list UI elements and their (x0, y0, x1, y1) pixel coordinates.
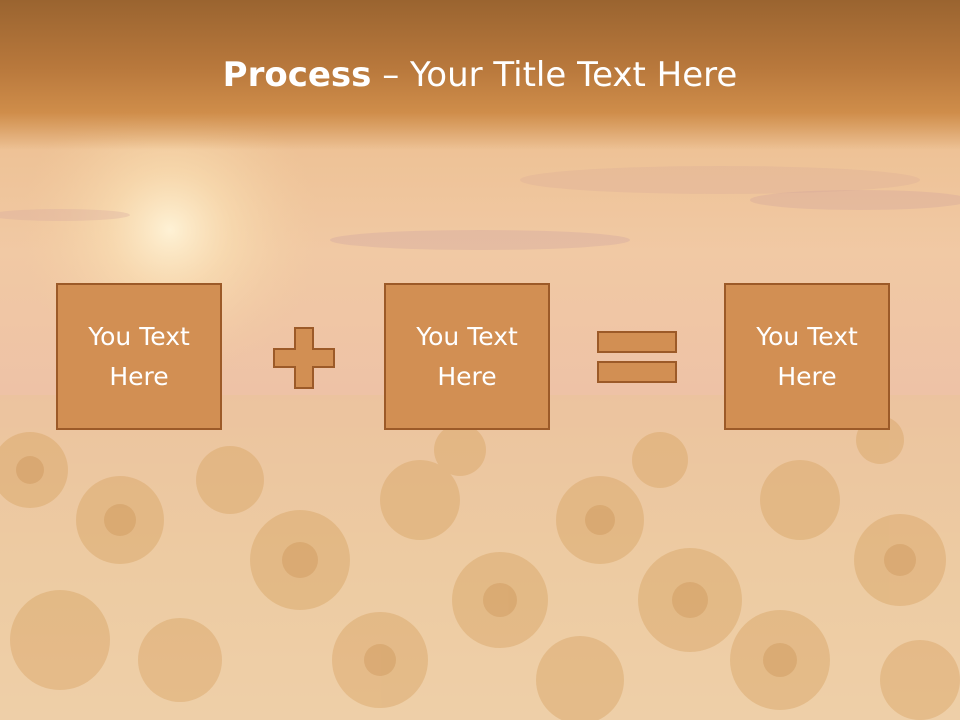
process-box-1-line2: Here (109, 361, 169, 391)
process-box-2-line1: You Text (416, 321, 518, 351)
process-box-3[interactable]: You Text Here (724, 283, 890, 430)
process-box-3-line1: You Text (756, 321, 858, 351)
process-box-3-line2: Here (777, 361, 837, 391)
slide-title: Process – Your Title Text Here (0, 52, 960, 98)
equals-icon (597, 331, 677, 383)
process-box-1[interactable]: You Text Here (56, 283, 222, 430)
process-box-2-line2: Here (437, 361, 497, 391)
plus-icon (273, 327, 335, 389)
process-box-1-line1: You Text (88, 321, 190, 351)
title-band (0, 0, 960, 150)
slide-title-separator: – (371, 55, 411, 95)
slide-title-bold: Process (222, 55, 372, 95)
process-box-2[interactable]: You Text Here (384, 283, 550, 430)
slide-title-rest: Your Title Text Here (410, 55, 738, 95)
